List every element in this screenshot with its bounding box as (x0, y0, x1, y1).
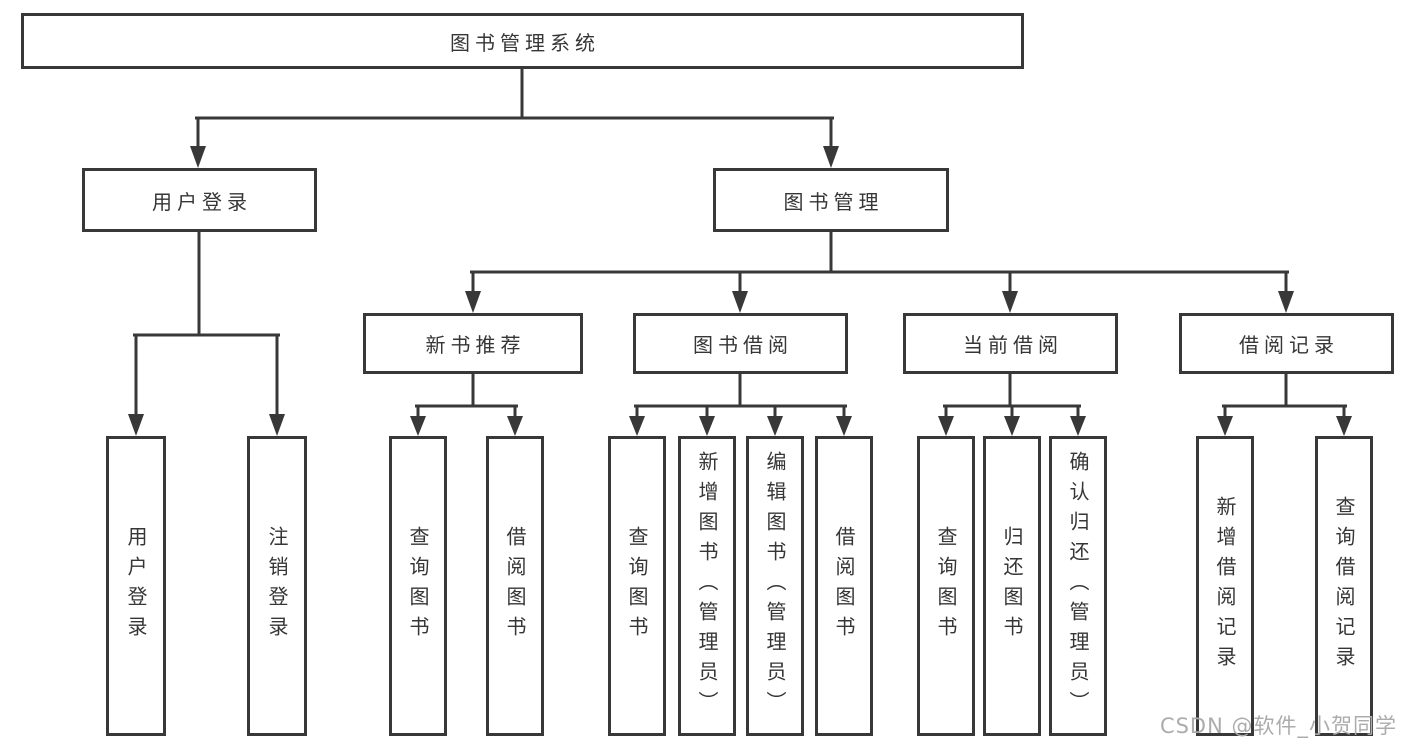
node-label: 查询图书 (406, 526, 430, 646)
node-label: 借阅记录 (1239, 333, 1339, 357)
node-label: 查询图书 (934, 526, 958, 646)
leaf-edit-books-admin: 编辑图书（管理员） (746, 436, 804, 736)
node-label: 新书推荐 (425, 333, 526, 357)
node-label: 归还图书 (1000, 526, 1024, 646)
node-label: 新增借阅记录 (1213, 496, 1237, 676)
node-label: 用户登录 (152, 189, 252, 214)
leaf-query-books-current: 查询图书 (917, 436, 975, 736)
node-user-login: 用户登录 (82, 168, 317, 232)
leaf-confirm-return-admin: 确认归还（管理员） (1049, 436, 1107, 736)
node-label: 查询借阅记录 (1332, 496, 1356, 676)
node-current-borrowing: 当前借阅 (903, 313, 1118, 374)
node-borrowing-records: 借阅记录 (1179, 313, 1394, 374)
node-book-borrowing: 图书借阅 (633, 313, 848, 374)
leaf-user-login: 用户登录 (106, 436, 166, 736)
node-label: 借阅图书 (503, 526, 527, 646)
node-label: 用户登录 (124, 526, 148, 646)
arrowhead-icon (128, 146, 1352, 436)
node-label: 新增图书（管理员） (695, 451, 719, 721)
node-label: 确认归还（管理员） (1066, 451, 1090, 721)
leaf-logout: 注销登录 (247, 436, 307, 736)
leaf-add-borrowing-record: 新增借阅记录 (1196, 436, 1254, 736)
node-label: 图书管理系统 (450, 30, 600, 55)
node-label: 注销登录 (265, 526, 289, 646)
leaf-query-books-recommendation: 查询图书 (389, 436, 447, 736)
leaf-borrow-books-borrowing: 借阅图书 (815, 436, 873, 736)
leaf-borrow-books-recommendation: 借阅图书 (486, 436, 544, 736)
leaf-query-books-borrowing: 查询图书 (608, 436, 666, 736)
leaf-add-books-admin: 新增图书（管理员） (678, 436, 736, 736)
leaf-return-books: 归还图书 (983, 436, 1041, 736)
node-label: 查询图书 (625, 526, 649, 646)
leaf-query-borrowing-record: 查询借阅记录 (1315, 436, 1373, 736)
node-label: 当前借阅 (963, 333, 1063, 357)
node-new-book-recommendation: 新书推荐 (363, 313, 583, 374)
node-label: 编辑图书（管理员） (763, 451, 787, 721)
node-label: 图书管理 (783, 189, 884, 214)
node-label: 图书借阅 (693, 333, 793, 357)
node-label: 借阅图书 (832, 526, 856, 646)
node-library-management-system: 图书管理系统 (21, 13, 1024, 69)
node-book-management: 图书管理 (713, 168, 949, 232)
csdn-watermark: CSDN @软件_小贺同学 (1159, 714, 1397, 738)
